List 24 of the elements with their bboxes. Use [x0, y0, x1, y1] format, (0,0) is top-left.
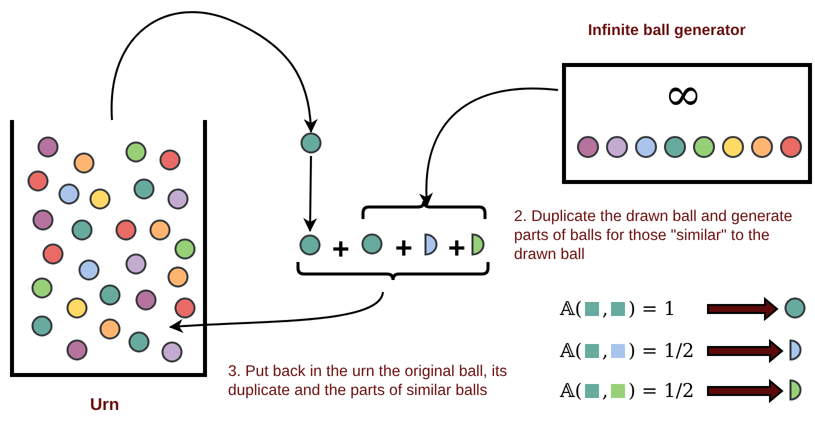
formula-text: ) = 1/2	[628, 380, 694, 402]
plus-sign: +	[395, 233, 413, 265]
formula-text: 𝔸(	[560, 380, 582, 402]
infinity-symbol: ∞	[664, 69, 702, 119]
arrow	[420, 88, 558, 207]
arrow	[303, 156, 318, 232]
block-arrow	[707, 378, 784, 404]
formula-text: ,	[602, 340, 608, 362]
step-note: 3. Put back in the urn the original ball, its duplicate and the parts of similar balls	[228, 362, 508, 400]
formula-text: 𝔸(	[560, 340, 582, 362]
generator-title: Infinite ball generator	[588, 22, 746, 40]
plus-sign: +	[332, 234, 350, 266]
plus-sign: +	[448, 233, 466, 265]
arrow	[169, 292, 384, 334]
block-arrow	[707, 296, 779, 322]
step-note: 2. Duplicate the drawn ball and generate parts of balls for those "similar" to the drawn ball	[514, 207, 794, 264]
arrow	[110, 11, 318, 133]
formula-text: ) = 1	[628, 298, 676, 320]
formula-text: ,	[602, 380, 608, 402]
formula-text: ,	[602, 298, 608, 320]
formula-text: 𝔸(	[560, 298, 582, 320]
block-arrow	[707, 338, 784, 364]
formula-text: ) = 1/2	[628, 340, 694, 362]
urn-label: Urn	[90, 395, 120, 415]
